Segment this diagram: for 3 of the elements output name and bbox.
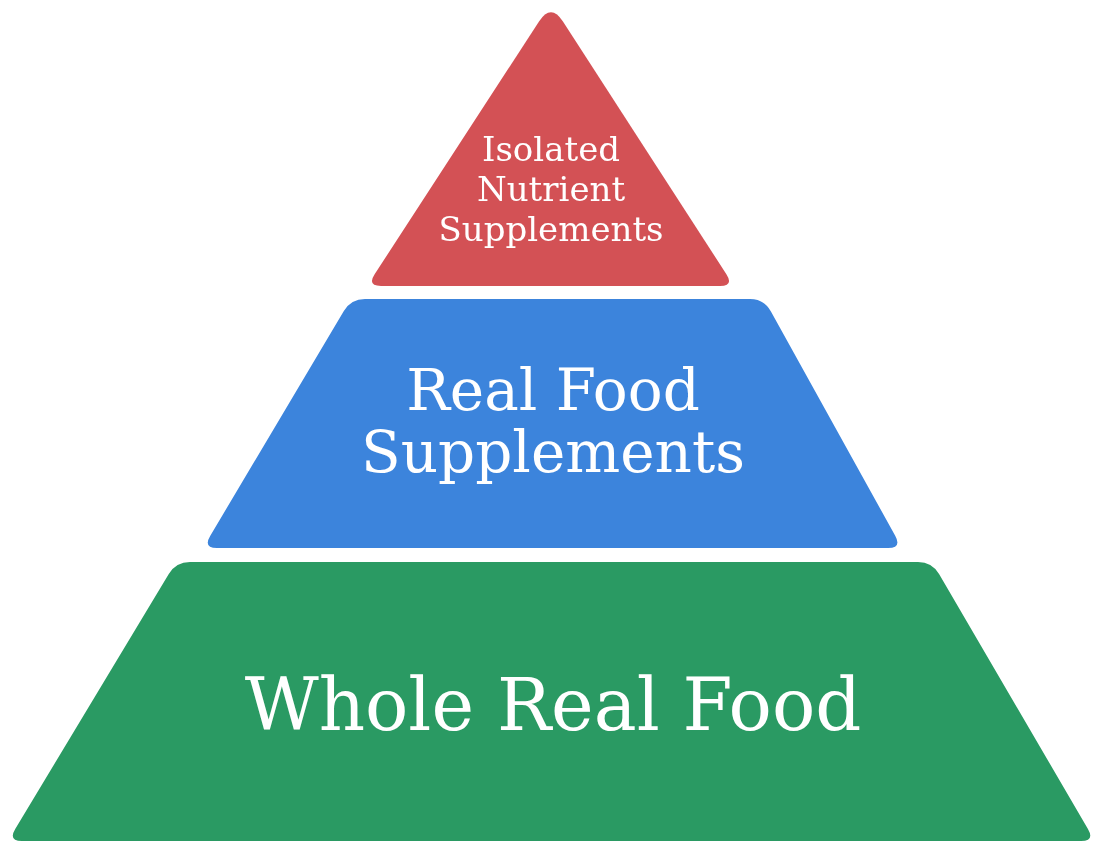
tier-label: Whole Real Food	[244, 663, 862, 747]
tier-label: Real Food Supplements	[360, 359, 746, 483]
tier-label: Isolated Nutrient Supplements	[437, 129, 665, 249]
